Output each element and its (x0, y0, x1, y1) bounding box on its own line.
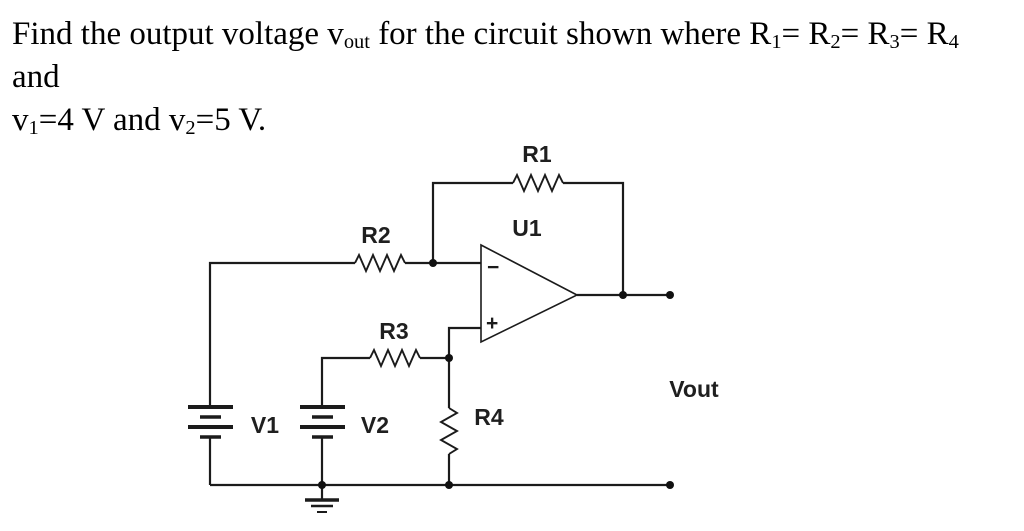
text-segment: =5 V. (195, 102, 267, 138)
r1-feedback-wire-right (563, 181, 625, 295)
text-segment: = R (781, 16, 831, 52)
junction-dot-output (619, 291, 627, 299)
terminal-dot-vout (666, 291, 674, 299)
resistor-r4 (439, 407, 459, 455)
r1-feedback-wire-left (431, 181, 513, 263)
junction-dot-ground-r4 (445, 481, 453, 489)
u1-label: U1 (512, 215, 542, 241)
junction-dot-inverting (429, 259, 437, 267)
text-segment: = R (899, 16, 949, 52)
text-segment: and (12, 59, 60, 95)
r2-label: R2 (361, 222, 390, 248)
resistor-r1 (512, 172, 564, 194)
r3-label: R3 (379, 318, 408, 344)
v1-to-r2-wire (208, 261, 355, 407)
v2-to-r3-wire (320, 356, 370, 407)
subscript: 2 (830, 30, 841, 53)
text-segment: for the circuit shown where R (369, 16, 772, 52)
r4-label: R4 (474, 404, 504, 430)
question-text: Find the output voltage vout for the cir… (12, 13, 1002, 142)
subscript: out (343, 30, 370, 53)
question-line-1: Find the output voltage vout for the cir… (12, 13, 1002, 99)
subscript: 1 (28, 116, 39, 139)
v2-label: V2 (361, 412, 389, 438)
opamp-triangle (480, 243, 579, 344)
text-segment: =4 V and v (38, 102, 186, 138)
junction-dot-ground-v2 (318, 481, 326, 489)
junction-dot-noninverting (445, 354, 453, 362)
text-segment: v (12, 102, 29, 138)
subscript: 1 (771, 30, 782, 53)
r1-label: R1 (522, 141, 552, 167)
subscript: 4 (948, 30, 959, 53)
subscript: 3 (889, 30, 900, 53)
resistor-r3 (369, 347, 421, 369)
noninverting-input-wire (447, 326, 481, 358)
vout-label: Vout (669, 376, 719, 402)
question-line-2: v1=4 V and v2=5 V. (12, 99, 1002, 142)
text-segment: Find the output voltage v (12, 16, 344, 52)
terminal-dot-rail (666, 481, 674, 489)
subscript: 2 (185, 116, 196, 139)
inverting-input-sign: − (487, 256, 499, 279)
v1-label: V1 (251, 412, 279, 438)
resistor-r2 (354, 252, 406, 274)
noninverting-input-sign: + (486, 312, 498, 335)
text-segment: = R (840, 16, 890, 52)
